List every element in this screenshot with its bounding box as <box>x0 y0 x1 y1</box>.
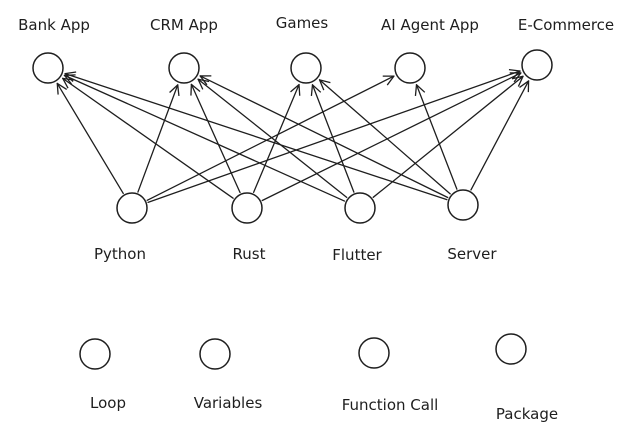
node-package <box>495 333 527 365</box>
node-ai-agent-app <box>394 52 426 84</box>
edge-server-to-crm-app <box>199 75 449 199</box>
edge-flutter-to-games <box>310 84 355 193</box>
node-crm-app <box>168 52 200 84</box>
label-e-commerce: E-Commerce <box>518 16 614 34</box>
edge-server-to-e-commerce <box>470 80 530 191</box>
node-function-call <box>358 337 390 369</box>
edges-layer <box>56 68 530 203</box>
node-variables <box>199 338 231 370</box>
edge-flutter-to-crm-app <box>197 78 348 199</box>
label-games: Games <box>276 14 329 32</box>
node-flutter <box>344 192 376 224</box>
edge-rust-to-crm-app <box>190 83 241 194</box>
label-loop: Loop <box>90 394 126 412</box>
label-rust: Rust <box>233 245 266 263</box>
edge-python-to-e-commerce <box>147 68 521 203</box>
node-python <box>116 192 148 224</box>
edge-flutter-to-bank-app <box>63 74 346 202</box>
node-bank-app <box>32 52 64 84</box>
label-function-call: Function Call <box>342 396 439 414</box>
edge-rust-to-e-commerce <box>261 72 522 202</box>
label-python: Python <box>94 245 146 263</box>
label-crm-app: CRM App <box>150 16 218 34</box>
node-loop <box>79 338 111 370</box>
node-games <box>290 52 322 84</box>
edge-rust-to-games <box>252 83 301 193</box>
nodes-layer: Bank App CRM App Games AI Agent App E-Commer… <box>18 14 614 423</box>
label-flutter: Flutter <box>332 246 382 264</box>
edge-python-to-ai-agent-app <box>146 75 395 202</box>
label-bank-app: Bank App <box>18 16 90 34</box>
edge-rust-to-bank-app <box>62 77 234 199</box>
label-server: Server <box>447 245 497 263</box>
edge-python-to-bank-app <box>56 82 124 195</box>
edge-server-to-ai-agent-app <box>414 84 458 190</box>
label-variables: Variables <box>194 394 263 412</box>
node-e-commerce <box>521 49 553 81</box>
node-rust <box>231 192 263 224</box>
label-ai-agent-app: AI Agent App <box>381 16 479 34</box>
edge-server-to-bank-app <box>64 71 448 201</box>
node-server <box>447 189 479 221</box>
edge-python-to-crm-app <box>137 84 180 193</box>
edge-server-to-games <box>318 79 451 195</box>
label-package: Package <box>496 405 558 423</box>
edge-flutter-to-e-commerce <box>372 75 524 198</box>
